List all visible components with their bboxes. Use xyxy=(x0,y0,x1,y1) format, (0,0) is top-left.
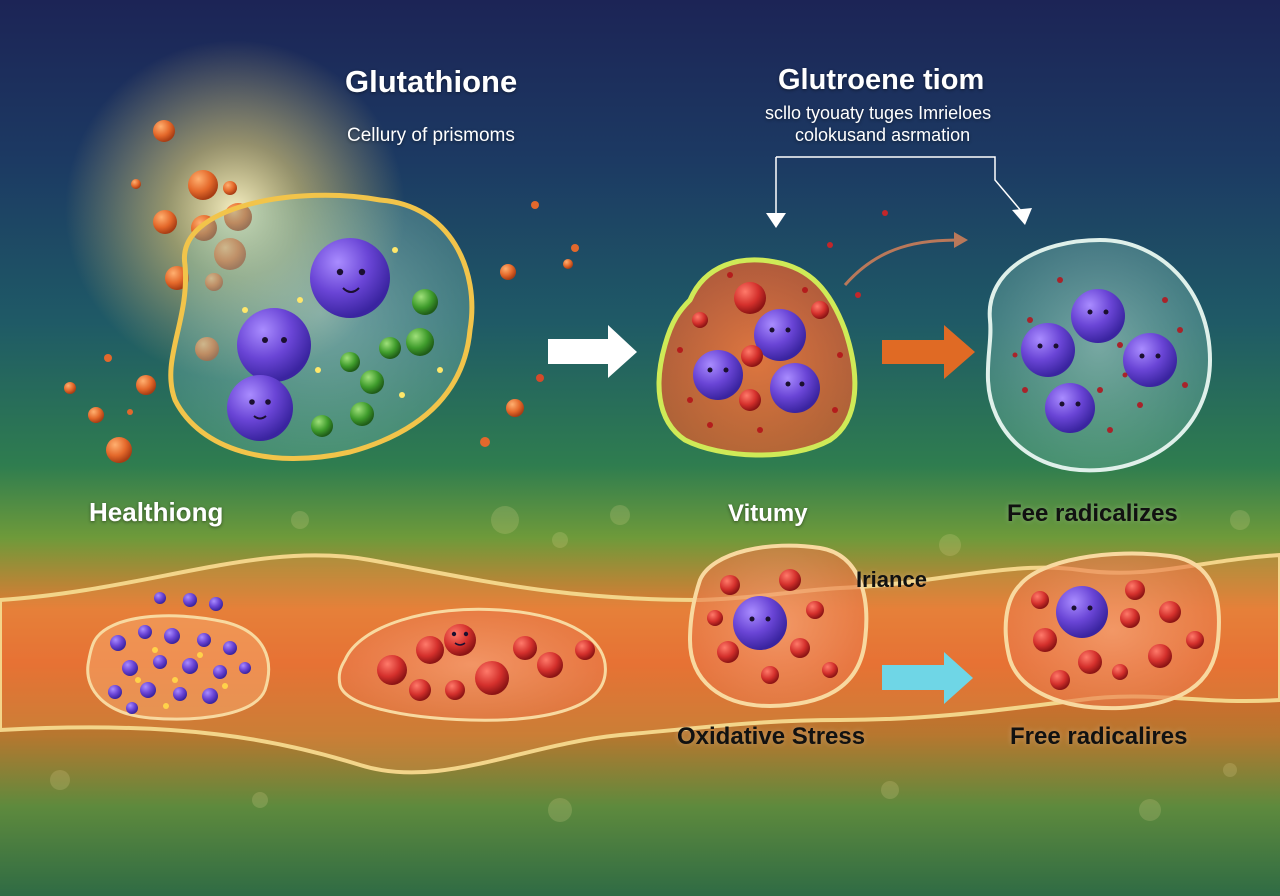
subtitle-right-line1: scllo tyouaty tuges Imrieloes xyxy=(765,103,992,123)
label-vitumy: Vitumy xyxy=(728,500,808,527)
down-arrow-left xyxy=(766,213,786,228)
label-free-radicals: Free radicalires xyxy=(1010,723,1188,750)
arrow-orange xyxy=(882,325,975,379)
down-arrow-right xyxy=(1012,208,1032,225)
healthy-cell xyxy=(168,192,475,461)
label-healthy: Healthiong xyxy=(89,497,224,527)
title-glutathione: Glutathione xyxy=(345,64,518,99)
green-antioxidant xyxy=(412,289,438,315)
arrow-cyan xyxy=(882,652,973,704)
bokeh-dots xyxy=(50,505,1250,822)
green-antioxidant xyxy=(311,415,333,437)
purple-molecule xyxy=(237,308,311,382)
subtitle-left: Cellury of prismoms xyxy=(347,125,515,146)
green-antioxidant xyxy=(406,328,434,356)
green-antioxidant xyxy=(360,370,384,394)
purple-molecule xyxy=(227,375,293,441)
green-antioxidant xyxy=(340,352,360,372)
oxidative-stress-cell xyxy=(687,543,869,709)
title-right: Glutroene tiom xyxy=(778,64,985,96)
label-oxidative-stress: Oxidative Stress xyxy=(677,723,866,750)
damaged-cell xyxy=(985,237,1213,473)
label-iriance: Iriance xyxy=(856,567,927,592)
purple-molecule xyxy=(310,238,390,318)
healthy-cluster-cell xyxy=(86,592,271,721)
annotation-bracket xyxy=(775,156,1023,213)
free-radical-cell xyxy=(1003,551,1221,711)
arrow-white xyxy=(548,325,637,378)
radical-cell xyxy=(337,607,607,722)
label-fee-radicals: Fee radicalizes xyxy=(1007,500,1178,527)
reaction-arrow xyxy=(843,238,963,286)
green-antioxidant xyxy=(379,337,401,359)
stressed-cell xyxy=(656,257,858,458)
subtitle-right-line2: colokusand asrmation xyxy=(795,125,971,145)
green-antioxidant xyxy=(350,402,374,426)
